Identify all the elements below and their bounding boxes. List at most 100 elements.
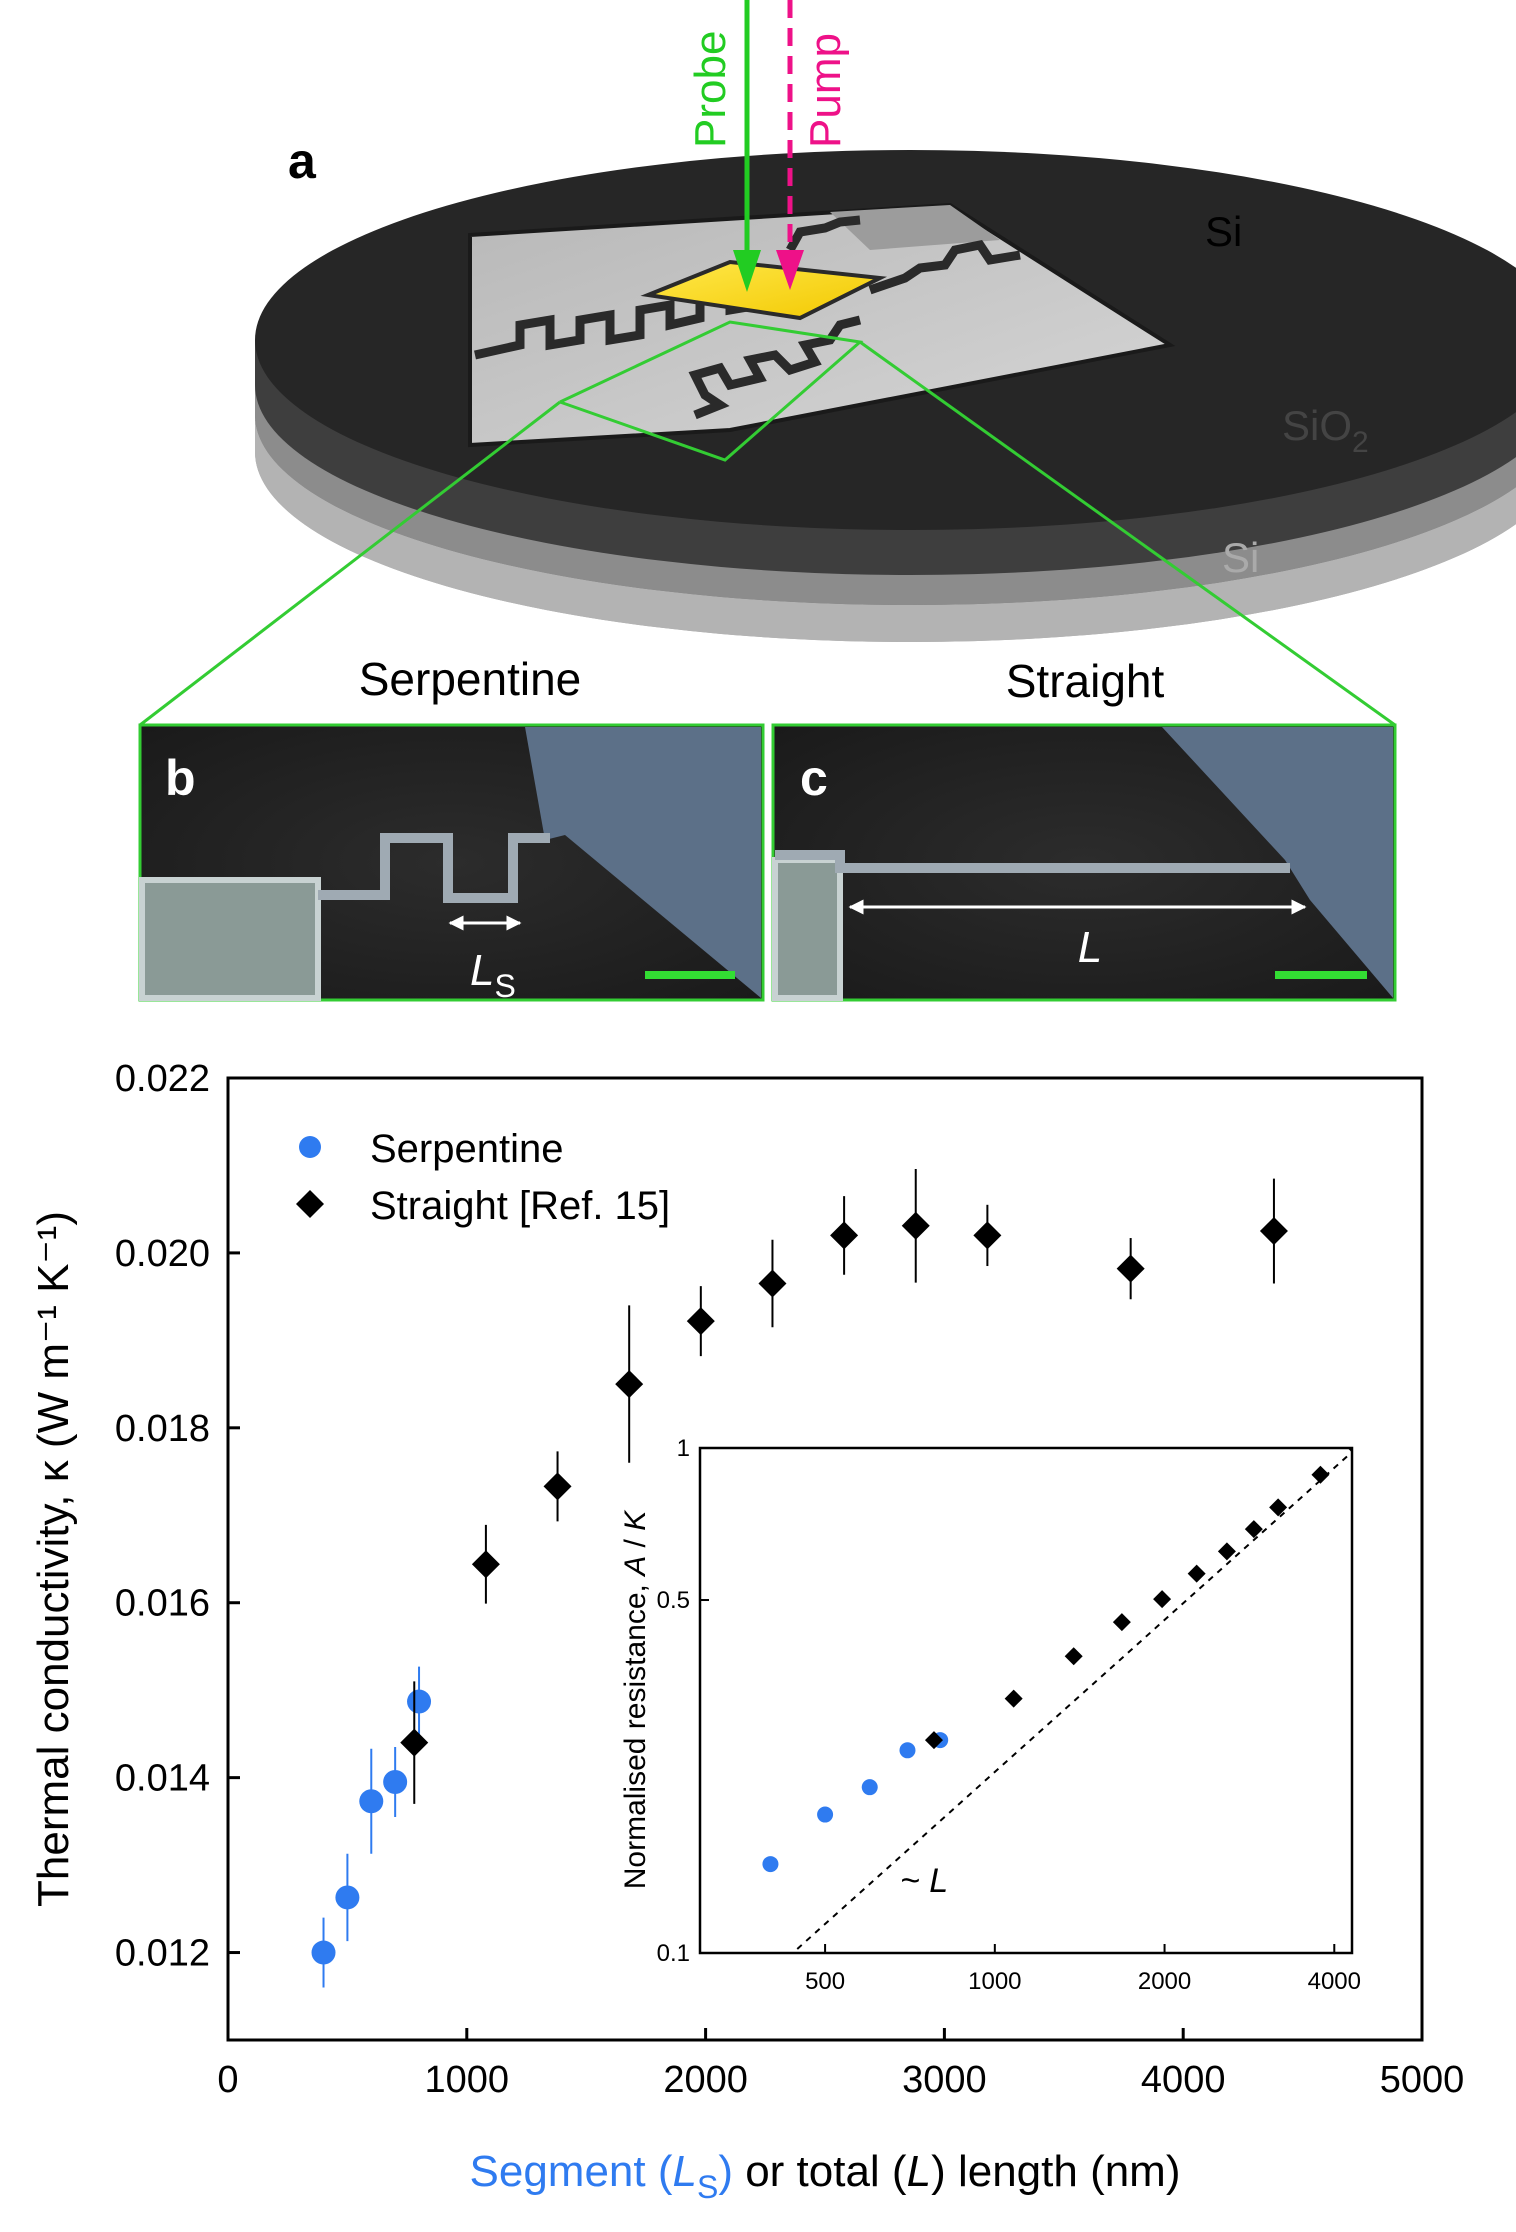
inset-straight-point: [1153, 1590, 1172, 1609]
inset-straight-point: [1347, 1448, 1352, 1453]
panel-a-letter: a: [288, 133, 317, 189]
main-x-tick-label: 5000: [1380, 2059, 1465, 2101]
panel-c-left-pad: [772, 857, 843, 1001]
legend-straight-label: Straight [Ref. 15]: [370, 1184, 670, 1228]
serpentine-data-point: [383, 1770, 408, 1795]
main-x-tick-label: 3000: [902, 2059, 987, 2101]
main-y-tick-label: 0.014: [115, 1758, 210, 1800]
probe-label: Probe: [686, 31, 735, 148]
inset-y-tick-label: 0.5: [657, 1587, 690, 1614]
inset-straight-point: [1112, 1613, 1131, 1632]
gold-pad: [640, 259, 888, 321]
panel-c: Straight c L: [771, 655, 1397, 1002]
inset-x-tick-label: 4000: [1308, 1968, 1361, 1995]
probe-arrowhead: [733, 250, 761, 292]
panel-c-title: Straight: [1006, 655, 1165, 707]
straight-data-point: [686, 1307, 715, 1336]
straight-data-point: [973, 1221, 1002, 1250]
straight-data-point: [543, 1472, 572, 1501]
inset-straight-point: [1269, 1498, 1288, 1517]
panel-c-dim-label: L: [1078, 923, 1102, 972]
panel-b-left-pad: [139, 877, 321, 1001]
pump-label: Pump: [801, 33, 850, 148]
inset-y-tick-label: 0.1: [657, 1940, 690, 1967]
inset-x-tick-label: 2000: [1138, 1968, 1191, 1995]
inset-annotation: ~ L: [900, 1862, 948, 1900]
pump-arrowhead: [776, 250, 804, 290]
main-plot-frame: [226, 1076, 1424, 2042]
main-y-axis-label: Thermal conductivity, κ (W m⁻¹ K⁻¹): [29, 1211, 78, 1907]
straight-data-point: [471, 1550, 500, 1579]
main-x-tick-label: 4000: [1141, 2059, 1226, 2101]
main-y-tick-label: 0.018: [115, 1408, 210, 1450]
straight-data-point: [758, 1269, 787, 1298]
straight-data-point: [400, 1728, 429, 1757]
straight-data-point: [901, 1211, 930, 1240]
inset-chart: 500 1000 2000 4000 0.1 0.5 1 Normalised resis…: [619, 1435, 1361, 1995]
inset-serpentine-point: [817, 1806, 834, 1823]
inset-x-tick-label: 500: [805, 1968, 845, 1995]
trench-upper: [830, 205, 1000, 250]
main-x-axis-label: Segment (LS) or total (L) length (nm): [470, 2147, 1181, 2205]
panel-b-letter: b: [165, 750, 196, 806]
panel-b-wire: [318, 833, 550, 903]
main-x-tick-label: 0: [217, 2059, 238, 2101]
panel-c-wire: [775, 850, 1290, 873]
inset-straight-point: [1187, 1564, 1206, 1583]
serpentine-lower-arm: [688, 315, 862, 420]
inset-straight-point: [1064, 1647, 1083, 1666]
straight-data-point: [1116, 1254, 1145, 1283]
straight-data-point: [1259, 1217, 1288, 1246]
panel-c-letter: c: [800, 750, 828, 806]
legend: Serpentine Straight [Ref. 15]: [296, 1127, 670, 1228]
panel-c-reservoir: [1162, 727, 1393, 998]
panel-b: Serpentine b LS: [138, 653, 765, 1004]
legend-serpentine-label: Serpentine: [370, 1127, 563, 1171]
legend-straight-marker: [296, 1190, 324, 1218]
zoom-line-left: [139, 400, 561, 727]
straight-data-point: [615, 1370, 644, 1399]
inset-straight-point: [1311, 1465, 1330, 1484]
inset-straight-point: [1217, 1542, 1236, 1561]
main-y-tick-label: 0.022: [115, 1058, 210, 1100]
inset-data-marks: [762, 1448, 1352, 1953]
inset-plot-frame: [698, 1446, 1354, 1955]
serpentine-top-arm: [786, 215, 861, 253]
inset-serpentine-point: [762, 1856, 779, 1873]
main-x-ticks: 0 1000 2000 3000 4000 5000: [217, 2028, 1464, 2101]
inset-straight-point: [1244, 1520, 1263, 1539]
inset-serpentine-point: [861, 1779, 878, 1796]
top-si-label: Si: [1205, 208, 1242, 255]
inset-y-tick-label: 1: [677, 1435, 690, 1462]
inset-y-axis-label: Normalised resistance, A / K: [619, 1509, 652, 1889]
main-y-tick-label: 0.016: [115, 1583, 210, 1625]
inset-x-ticks: 500 1000 2000 4000: [805, 1944, 1361, 1995]
inset-y-ticks: 0.1 0.5 1: [657, 1435, 709, 1967]
inset-straight-point: [1004, 1689, 1023, 1708]
panel-b-reservoir: [525, 727, 761, 998]
zoom-line-right: [859, 340, 1396, 727]
panel-b-title: Serpentine: [359, 653, 582, 705]
inset-straight-point: [924, 1731, 943, 1750]
inset-x-tick-label: 1000: [968, 1968, 1021, 1995]
main-x-tick-label: 2000: [663, 2059, 748, 2101]
serpentine-data-point: [359, 1789, 384, 1814]
inset-serpentine-point: [899, 1742, 916, 1759]
main-y-tick-label: 0.020: [115, 1233, 210, 1275]
serpentine-data-point: [311, 1940, 336, 1965]
panel-a: a Probe Pump Si SiO2 Si: [139, 0, 1516, 727]
main-data-marks: [311, 1168, 1288, 1988]
main-y-tick-label: 0.012: [115, 1933, 210, 1975]
panel-b-dim-label: LS: [470, 946, 516, 1004]
serpentine-data-point: [335, 1885, 360, 1910]
serpentine-data-point: [407, 1689, 432, 1714]
straight-data-point: [830, 1221, 859, 1250]
legend-serpentine-marker: [299, 1136, 321, 1158]
bottom-si-label: Si: [1222, 534, 1259, 581]
main-x-tick-label: 1000: [425, 2059, 510, 2101]
serpentine-right-arm: [868, 239, 1021, 295]
sio2-label: SiO2: [1282, 402, 1369, 459]
main-y-ticks: 0.012 0.014 0.016 0.018 0.020 0.022: [115, 1058, 240, 1975]
